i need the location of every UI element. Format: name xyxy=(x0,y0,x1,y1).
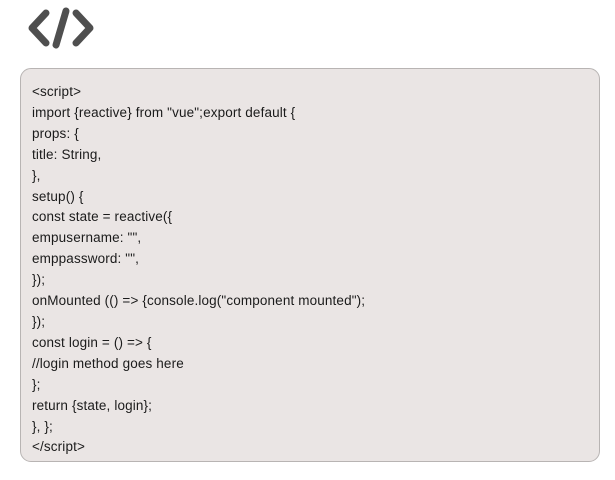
code-line: setup() { xyxy=(32,188,84,204)
code-glyph-icon xyxy=(26,4,96,52)
code-line: //login method goes here xyxy=(32,355,184,371)
code-line: import {reactive} from "vue";export defa… xyxy=(32,104,296,120)
code-line: return {state, login}; xyxy=(32,397,153,413)
code-line: props: { xyxy=(32,125,79,141)
code-line: title: String, xyxy=(32,146,102,162)
code-line: }, xyxy=(32,167,41,183)
slash-icon xyxy=(52,7,70,49)
code-line: }; xyxy=(32,376,41,392)
code-line: }); xyxy=(32,272,46,288)
code-line: onMounted (() => {console.log("component… xyxy=(32,293,366,309)
code-line: </script> xyxy=(32,439,85,455)
code-block: <script> import {reactive} from "vue";ex… xyxy=(21,69,599,458)
code-line: empusername: "", xyxy=(32,230,142,246)
code-line: }, }; xyxy=(32,418,53,434)
code-line: <script> xyxy=(32,84,82,99)
code-line: const login = () => { xyxy=(32,334,152,350)
angle-bracket-left-icon xyxy=(28,9,50,47)
angle-bracket-right-icon xyxy=(72,9,94,47)
code-panel: <script> import {reactive} from "vue";ex… xyxy=(20,68,600,462)
code-line: emppassword: "", xyxy=(32,251,140,267)
code-line: const state = reactive({ xyxy=(32,209,173,225)
code-line: }); xyxy=(32,313,46,329)
